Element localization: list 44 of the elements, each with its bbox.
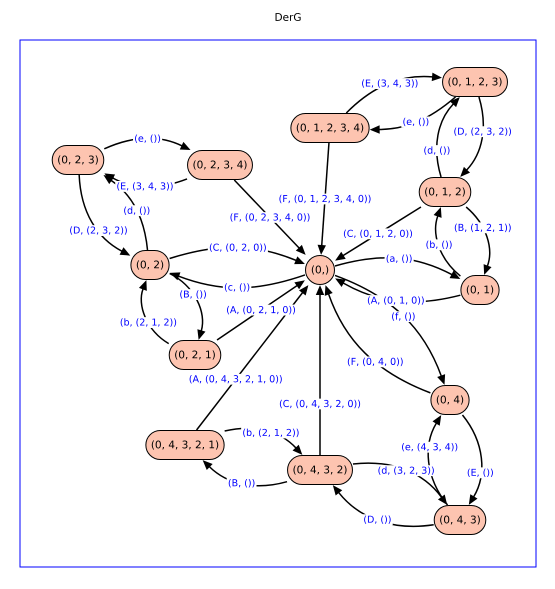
- edge-label: (e, ()): [401, 116, 430, 128]
- state-node: (0, 4, 3, 2, 1): [145, 430, 225, 460]
- state-node: (0, 1): [460, 275, 500, 305]
- state-node: (0, 2, 1): [168, 340, 222, 370]
- edge-label: (f, ()): [390, 311, 417, 322]
- edge-label: (E, (3, 4, 3)): [115, 181, 175, 192]
- state-node: (0, 2, 3, 4): [187, 150, 253, 180]
- edge-label: (e, (4, 3, 4)): [400, 442, 460, 453]
- state-node: (0, 2): [130, 250, 170, 280]
- edge-label: (A, (0, 1, 0)): [366, 295, 426, 306]
- edge-label: (F, (0, 2, 3, 4, 0)): [228, 212, 312, 223]
- edge-label: (c, ()): [222, 282, 252, 293]
- state-node: (0, 1, 2): [418, 177, 472, 207]
- state-node: (0, 4, 3): [434, 505, 486, 535]
- edge-label: (F, (0, 1, 2, 3, 4, 0)): [277, 194, 373, 204]
- edge-label: (B, ()): [226, 478, 256, 489]
- edge-label: (b, (2, 1, 2)): [241, 427, 301, 438]
- edge-label: (a, ()): [384, 253, 414, 264]
- state-node: (0, 2, 3): [52, 145, 104, 175]
- edge-label: (D, ()): [362, 514, 393, 526]
- state-node: (0, 1, 2, 3, 4): [290, 113, 370, 143]
- edge-label: (e, ()): [133, 133, 162, 144]
- state-node: (0, 4, 3, 2): [287, 455, 353, 485]
- edge-label: (B, ()): [178, 289, 208, 300]
- edge-label: (F, (0, 4, 0)): [346, 356, 405, 368]
- edge-label: (b, ()): [424, 239, 454, 250]
- title: DerG: [276, 13, 301, 21]
- edge-label: (C, (0, 1, 2, 0)): [342, 228, 414, 240]
- edge-label: (A, (0, 2, 1, 0)): [225, 304, 298, 316]
- edge-label: (D, (2, 3, 2)): [452, 126, 514, 138]
- edge-label: (d, ()): [122, 205, 152, 216]
- edge-label: (b, (2, 1, 2)): [118, 317, 178, 328]
- edge-label: (B, (1, 2, 1)): [452, 222, 513, 234]
- edge-label: (D, (2, 3, 2)): [68, 225, 129, 236]
- edge-label: (E, ()): [466, 467, 495, 478]
- edge-label: (d, ()): [422, 145, 452, 156]
- state-node: (0, 4): [430, 385, 470, 415]
- edge-label: (A, (0, 4, 3, 2, 1, 0)): [188, 374, 284, 385]
- edge-label: (E, (3, 4, 3)): [360, 78, 420, 89]
- edge-label: (C, (0, 2, 0)): [208, 242, 268, 254]
- edge-label: (C, (0, 4, 3, 2, 0)): [278, 398, 362, 410]
- state-node: (0, 1, 2, 3): [442, 67, 508, 97]
- state-node: (0,): [305, 255, 335, 285]
- edge-label: (d, (3, 2, 3)): [376, 465, 436, 476]
